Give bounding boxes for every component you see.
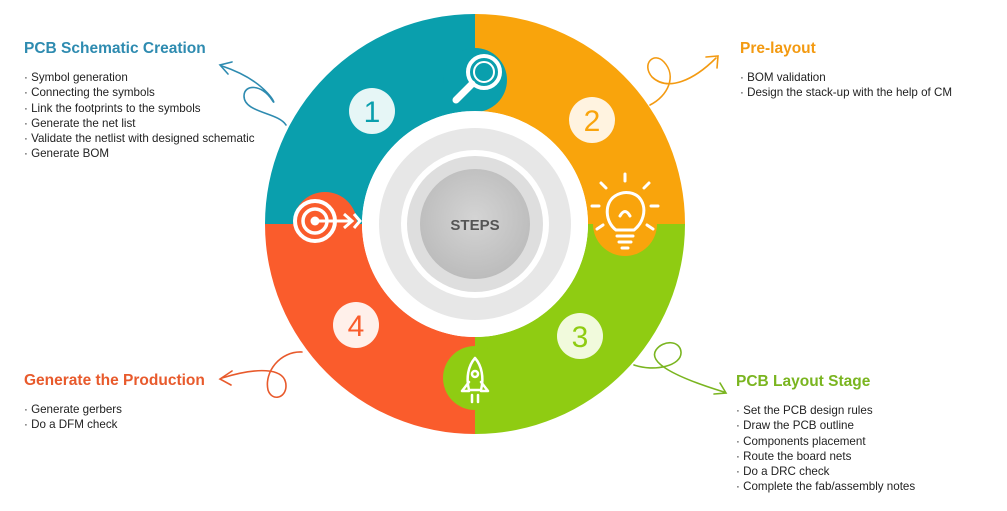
tab-orange (593, 192, 657, 256)
schematic-title: PCB Schematic Creation (24, 40, 206, 57)
panel-prelayout: Pre-layout BOM validation Design the sta… (740, 40, 952, 101)
production-title: Generate the Production (24, 372, 205, 389)
list-item: Route the board nets (736, 449, 915, 464)
svg-text:4: 4 (348, 310, 365, 343)
layout-list: Set the PCB design rules Draw the PCB ou… (736, 403, 915, 495)
panel-production: Generate the Production Generate gerbers… (24, 372, 205, 433)
lightbulb-icon (590, 172, 660, 250)
svg-text:2: 2 (584, 105, 601, 138)
number-disc-1: 1 (349, 88, 395, 134)
schematic-list: Symbol generation Connecting the symbols… (24, 70, 255, 162)
production-list: Generate gerbers Do a DFM check (24, 402, 205, 433)
list-item: Components placement (736, 434, 915, 449)
number-disc-4: 4 (333, 302, 379, 348)
list-item: Link the footprints to the symbols (24, 101, 255, 116)
number-disc-2: 2 (569, 97, 615, 143)
magnifier-icon (452, 54, 502, 104)
number-disc-3: 3 (557, 313, 603, 359)
arrow-to-production (218, 351, 303, 398)
list-item: Complete the fab/assembly notes (736, 479, 915, 494)
svg-text:3: 3 (572, 321, 589, 354)
prelayout-list: BOM validation Design the stack-up with … (740, 70, 952, 101)
target-arrow-icon (293, 199, 362, 243)
list-item: BOM validation (740, 70, 952, 85)
list-item: Design the stack-up with the help of CM (740, 85, 952, 100)
prelayout-title: Pre-layout (740, 40, 816, 57)
list-item: Connecting the symbols (24, 85, 255, 100)
list-item: Set the PCB design rules (736, 403, 915, 418)
arrow-to-prelayout (647, 55, 719, 106)
panel-schematic: PCB Schematic Creation Symbol generation… (24, 40, 255, 162)
layout-title: PCB Layout Stage (736, 373, 871, 390)
rocket-icon (460, 356, 490, 404)
list-item: Symbol generation (24, 70, 255, 85)
list-item: Generate the net list (24, 116, 255, 131)
arrow-to-layout (633, 341, 728, 395)
list-item: Do a DFM check (24, 417, 205, 432)
panel-layout: PCB Layout Stage Set the PCB design rule… (736, 373, 915, 495)
list-item: Do a DRC check (736, 464, 915, 479)
svg-text:1: 1 (364, 96, 381, 129)
list-item: Validate the netlist with designed schem… (24, 131, 254, 146)
center-label: STEPS (450, 217, 499, 234)
center-hub: STEPS (362, 111, 588, 337)
list-item: Generate gerbers (24, 402, 205, 417)
list-item: Generate BOM (24, 146, 255, 161)
list-item: Draw the PCB outline (736, 418, 915, 433)
